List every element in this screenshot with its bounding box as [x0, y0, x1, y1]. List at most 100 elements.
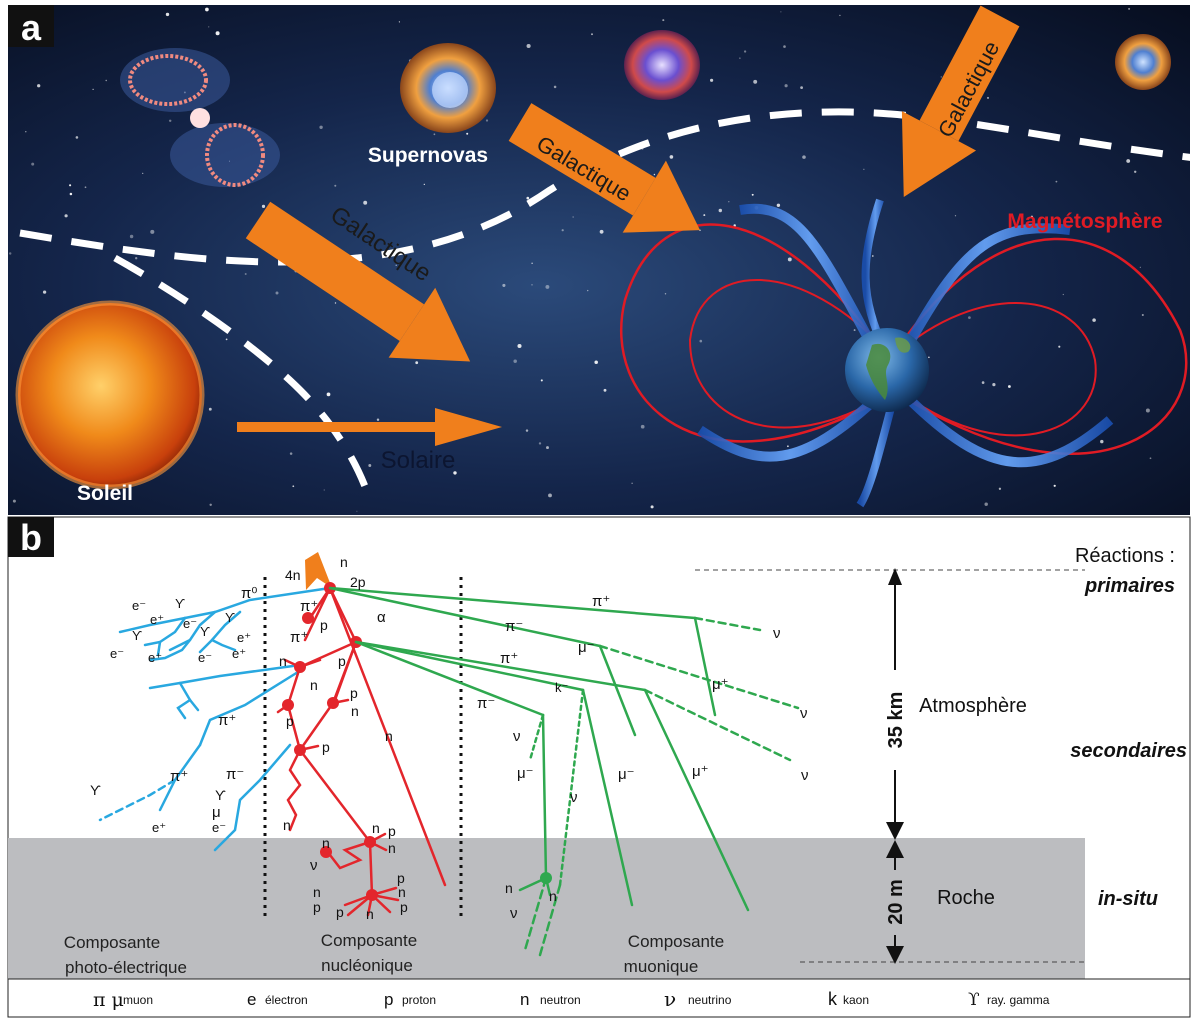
small-nebula-icon — [1115, 34, 1171, 90]
lbl-n-5: n — [283, 817, 291, 833]
star — [540, 379, 543, 382]
legend-symbol-neutron: n — [520, 990, 529, 1009]
star — [1149, 457, 1152, 460]
legend: π μ muon e électron p proton n neutron ν… — [7, 978, 1191, 1018]
star — [205, 7, 209, 12]
supernova-remnant-icon — [624, 30, 700, 100]
label-secondaires: secondaires — [1070, 740, 1187, 762]
label-magnetosphere: Magnétosphère — [1007, 210, 1162, 233]
star — [594, 360, 598, 364]
lbl-mu-minus-1: μ⁻ — [578, 639, 595, 656]
lbl-n-6: n — [322, 835, 330, 851]
lbl-2p: 2p — [350, 574, 366, 590]
star — [334, 184, 337, 187]
legend-label-proton: proton — [402, 993, 436, 1007]
star — [466, 132, 469, 135]
lbl-pi-plus-1: π⁺ — [300, 598, 318, 615]
lbl-n-12: n — [505, 880, 513, 896]
arrow-galactique-left — [245, 201, 471, 362]
star — [591, 33, 593, 36]
star — [319, 125, 323, 129]
lbl-n-8: n — [372, 820, 380, 836]
star — [135, 257, 138, 260]
star — [8, 252, 12, 255]
lbl-nu-4: ν — [513, 728, 521, 745]
star — [1030, 215, 1034, 218]
legend-symbol-muon: π μ — [93, 989, 124, 1011]
star — [1062, 293, 1064, 296]
lbl-nu-6: ν — [510, 905, 518, 922]
label-atmosphere: Atmosphère — [919, 695, 1027, 717]
lbl-gamma-3: ϒ — [132, 628, 142, 643]
magnetosphere — [619, 198, 1188, 508]
star — [12, 499, 16, 503]
star — [998, 487, 1002, 490]
lbl-n-13: n — [549, 888, 557, 904]
legend-item-muon: π μ muon — [93, 989, 153, 1011]
star — [653, 173, 656, 176]
star — [69, 192, 73, 196]
star — [433, 133, 436, 136]
caption-muon-line2: muonique — [624, 957, 699, 976]
star — [526, 196, 530, 200]
legend-label-kaon: kaon — [843, 993, 869, 1007]
label-primaires: primaires — [1084, 575, 1175, 597]
muonic-shower — [328, 586, 800, 957]
lbl-4n: 4n — [285, 567, 301, 583]
star — [787, 445, 789, 448]
star — [423, 183, 425, 186]
lbl-n-10: n — [398, 884, 406, 900]
star — [376, 418, 380, 421]
star — [1092, 318, 1096, 322]
star — [981, 381, 985, 384]
lbl-pi-plus-2: π⁺ — [290, 629, 308, 646]
star — [84, 186, 87, 189]
star — [664, 293, 667, 295]
star — [168, 119, 172, 123]
star — [398, 21, 400, 23]
lbl-nu-1: ν — [773, 625, 781, 642]
star — [928, 356, 930, 359]
star — [209, 503, 212, 507]
ring-nebula-icon — [400, 43, 496, 133]
star — [728, 201, 730, 203]
lbl-n-1: n — [279, 653, 287, 669]
star — [75, 136, 79, 139]
lbl-e-minus-1: e⁻ — [132, 598, 146, 613]
star — [525, 429, 529, 432]
lbl-p-4: p — [350, 685, 358, 701]
star — [31, 162, 35, 166]
hourglass-nebula-icon — [120, 48, 280, 187]
lbl-p-10: p — [336, 904, 344, 920]
star — [739, 57, 741, 59]
label-solaire: Solaire — [381, 447, 456, 474]
star — [92, 88, 94, 91]
photo-shower — [98, 586, 332, 852]
incoming-primary-arrow — [305, 552, 332, 590]
star — [477, 150, 479, 152]
star — [783, 45, 786, 48]
caption-nucleo-line1: Composante — [321, 931, 417, 950]
lbl-p-2: p — [338, 653, 346, 669]
star — [215, 31, 220, 36]
star — [968, 316, 971, 319]
star — [992, 383, 996, 387]
star — [1145, 408, 1150, 413]
star — [165, 12, 170, 17]
lbl-gamma-4: ϒ — [200, 624, 210, 639]
star — [800, 86, 803, 89]
lbl-pi-plus-6: π⁺ — [500, 650, 518, 667]
star — [710, 78, 714, 82]
star — [954, 215, 957, 217]
label-35km: 35 km — [885, 692, 907, 749]
legend-item-proton: p proton — [384, 990, 436, 1009]
lbl-n-9: n — [313, 884, 321, 900]
lbl-n-3: n — [351, 703, 359, 719]
star — [871, 255, 874, 257]
star — [415, 361, 419, 365]
lbl-e-plus-3: e⁺ — [148, 650, 162, 665]
star — [526, 43, 531, 49]
star — [603, 388, 607, 392]
cosmic-ray-arrows — [237, 5, 1020, 446]
star — [129, 234, 134, 239]
